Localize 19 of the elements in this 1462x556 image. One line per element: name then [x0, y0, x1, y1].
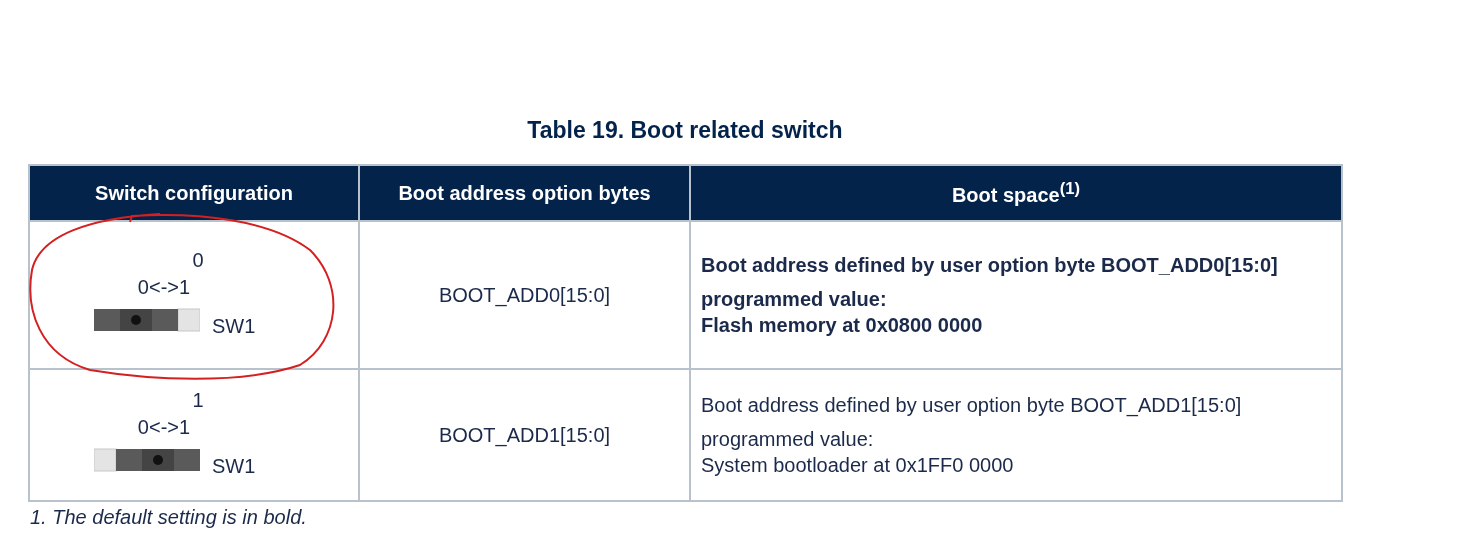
- programmed-value-text: programmed value:: [701, 427, 875, 452]
- option-byte-cell: BOOT_ADD1[15:0]: [359, 369, 690, 501]
- boot-target-text: Flash memory at 0x0800 0000: [701, 313, 984, 338]
- table-title: Table 19. Boot related switch: [526, 117, 844, 144]
- boot-address-text: Boot address defined by user option byte BOOT_ADD1[15:0]: [701, 393, 1243, 418]
- programmed-value-text: programmed value:: [701, 287, 888, 312]
- switch-range: 0<->1: [136, 276, 192, 299]
- boot-target-text: System bootloader at 0x1FF0 0000: [701, 453, 1015, 478]
- switch-name: SW1: [212, 455, 256, 478]
- switch-name: SW1: [212, 315, 256, 338]
- footnote: 1. The default setting is in bold.: [30, 506, 307, 529]
- boot-address-text: Boot address defined by user option byte BOOT_ADD0[15:0]: [701, 253, 1279, 278]
- option-byte-cell: BOOT_ADD0[15:0]: [359, 221, 690, 369]
- header-cell: Boot address option bytes: [359, 165, 690, 221]
- header-cell: Boot space$^{(1)}$: [690, 165, 1342, 221]
- switch-range: 0<->1: [136, 416, 192, 439]
- switch-state: 1: [191, 389, 205, 412]
- header-cell: Switch configuration: [29, 165, 359, 221]
- switch-state: 0: [191, 249, 205, 272]
